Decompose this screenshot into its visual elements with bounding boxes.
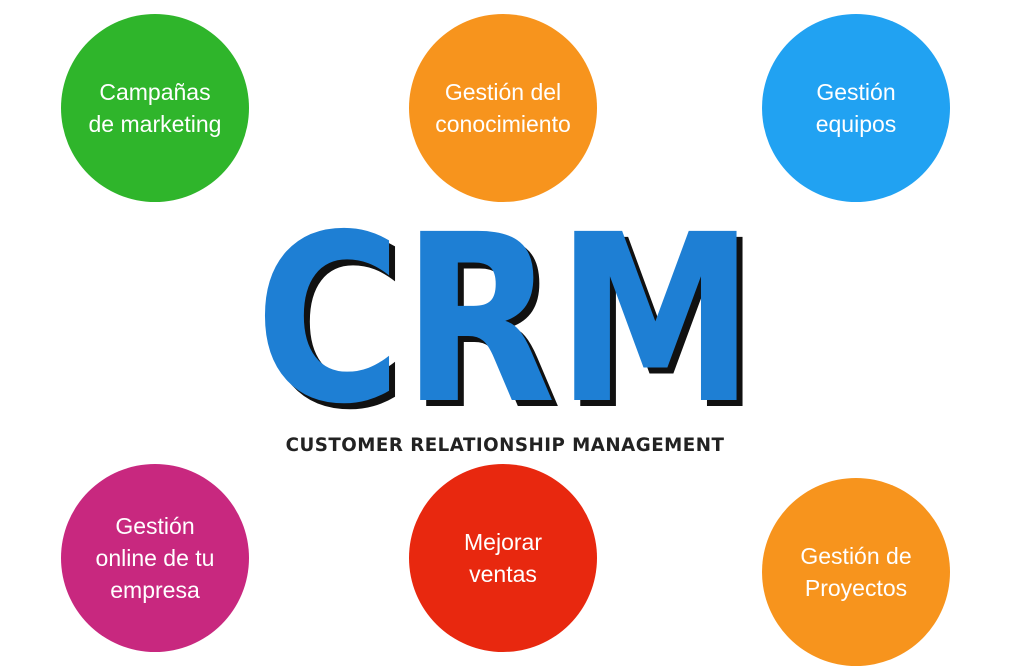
- node-gestion-conocimiento: Gestión del conocimiento: [409, 14, 597, 202]
- node-gestion-proyectos: Gestión de Proyectos: [762, 478, 950, 666]
- node-label: Campañas de marketing: [88, 79, 222, 137]
- node-label: Mejorar ventas: [464, 529, 542, 587]
- node-mejorar-ventas: Mejorar ventas: [409, 464, 597, 652]
- node-label: Gestión del conocimiento: [435, 79, 571, 137]
- node-label: Gestión online de tu empresa: [95, 513, 215, 603]
- crm-tagline: CUSTOMER RELATIONSHIP MANAGEMENT: [285, 434, 725, 456]
- node-gestion-equipos: Gestión equipos: [762, 14, 950, 202]
- node-label: Gestión de Proyectos: [800, 543, 912, 601]
- crm-logo-mark: CRM CRM: [255, 210, 761, 430]
- node-campanas-marketing: Campañas de marketing: [61, 14, 249, 202]
- crm-logo-letters: CRM: [255, 210, 755, 430]
- crm-logo-shadow: CRM: [261, 210, 761, 430]
- node-gestion-online: Gestión online de tu empresa: [61, 464, 249, 652]
- crm-logo: CRM CRM CUSTOMER RELATIONSHIP MANAGEMENT: [245, 210, 765, 475]
- node-label: Gestión equipos: [815, 79, 897, 137]
